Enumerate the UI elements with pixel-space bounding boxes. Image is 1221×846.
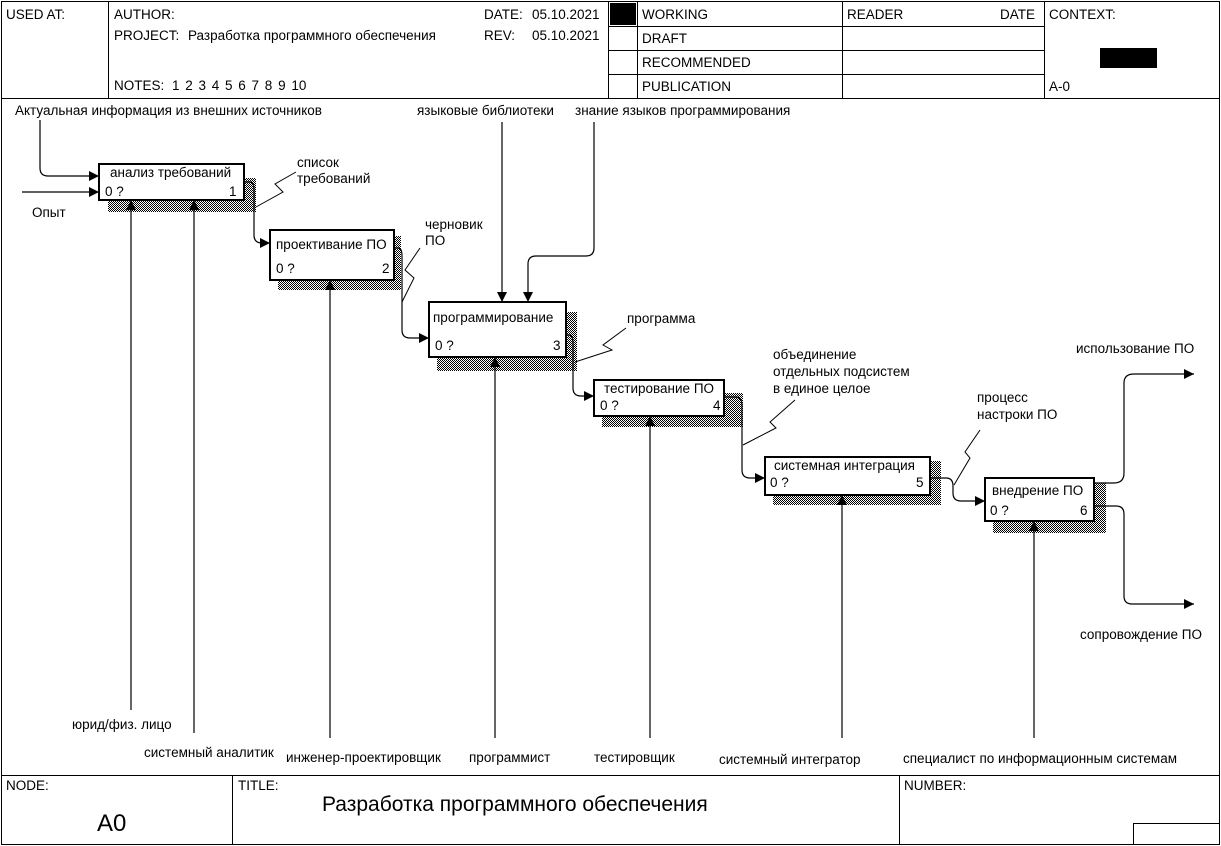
box-1-number: 1 xyxy=(229,184,237,199)
box-shadows xyxy=(108,178,1106,533)
label-experience: Опыт xyxy=(32,205,66,220)
diagram-title: Разработка программного обеспечения xyxy=(322,793,708,816)
label-usage: использование ПО xyxy=(1076,341,1195,356)
box-4-cost: 0 ? xyxy=(600,398,619,413)
box-2-number: 2 xyxy=(382,261,390,276)
label-program: программа xyxy=(627,311,696,326)
squiggle-integration xyxy=(742,399,796,446)
box-3-number: 3 xyxy=(553,338,561,353)
label-design-engineer: инженер-проектировщик xyxy=(286,750,441,765)
reader-label: READER xyxy=(847,7,904,22)
label-tuning: процесс настроки ПО xyxy=(977,390,1058,422)
box-6-title: внедрение ПО xyxy=(992,483,1084,498)
arrow-actual-info xyxy=(39,120,99,181)
number-label: NUMBER: xyxy=(904,778,967,793)
arrow-box2-box3 xyxy=(394,247,429,343)
box-1-title: анализ требований xyxy=(110,165,232,180)
box-2-title: проективание ПО xyxy=(276,237,387,252)
box-4-title: тестирование ПО xyxy=(604,381,715,396)
notes-label: NOTES: xyxy=(114,78,165,93)
label-actual-info: Актуальная информация из внешних источни… xyxy=(15,103,322,118)
date-label: DATE: xyxy=(484,7,523,22)
reader-date-label: DATE xyxy=(1000,7,1036,22)
squiggle-program xyxy=(574,327,627,363)
context-label: CONTEXT: xyxy=(1049,7,1116,22)
working-status-marker xyxy=(610,3,636,25)
activity-boxes xyxy=(98,163,1095,522)
box-2-cost: 0 ? xyxy=(276,261,295,276)
box-3-frame xyxy=(428,301,567,358)
rev-label: REV: xyxy=(484,28,516,43)
box-4-frame xyxy=(593,379,725,417)
rev-value: 05.10.2021 xyxy=(532,28,600,43)
status-recommended: RECOMMENDED xyxy=(642,55,751,70)
project-name: Разработка программного обеспечения xyxy=(188,28,436,43)
label-system-analyst: системный аналитик xyxy=(144,745,274,760)
notes-numbers: 1 2 3 4 5 6 7 8 9 10 xyxy=(172,78,307,93)
status-publication: PUBLICATION xyxy=(642,79,732,94)
box-1-frame xyxy=(98,163,245,201)
arrow-box1-box2 xyxy=(244,181,270,248)
box-5-number: 5 xyxy=(916,475,924,490)
box-5-title: системная интеграция xyxy=(774,458,915,473)
box-1-cost: 0 ? xyxy=(105,184,124,199)
label-draft: черновик ПО xyxy=(425,217,483,248)
squiggle-tuning xyxy=(953,429,981,486)
context-thumbnail xyxy=(1100,48,1157,68)
label-integration: объединение отдельных подсистем в единое… xyxy=(773,347,910,396)
node-value: A0 xyxy=(97,810,127,837)
context-node: A-0 xyxy=(1049,79,1071,94)
label-support: сопровождение ПО xyxy=(1080,627,1202,642)
label-req-list: список требований xyxy=(297,155,371,186)
box-6-frame xyxy=(984,477,1095,522)
box-3-title: программирование xyxy=(433,310,554,325)
box-6-cost: 0 ? xyxy=(990,503,1009,518)
project-label: PROJECT: xyxy=(114,28,180,43)
label-legal-person: юрид/физ. лицо xyxy=(72,717,172,732)
author-label: AUTHOR: xyxy=(114,7,175,22)
box-5-frame xyxy=(764,456,931,496)
arrow-lang-knowledge xyxy=(523,122,595,302)
box-2-frame xyxy=(269,229,395,281)
arrow-box5-box6 xyxy=(930,477,985,506)
arrow-box4-box5 xyxy=(724,396,765,483)
squiggle-req-list xyxy=(255,171,297,208)
label-lang-knowledge: знание языков программирования xyxy=(575,103,791,118)
label-libraries: языковые библиотеки xyxy=(417,103,554,118)
title-label: TITLE: xyxy=(238,778,279,793)
status-draft: DRAFT xyxy=(642,31,687,46)
used-at-label: USED AT: xyxy=(6,7,66,22)
node-label: NODE: xyxy=(6,778,49,793)
box-5-cost: 0 ? xyxy=(770,475,789,490)
box-4-number: 4 xyxy=(713,398,721,413)
status-working: WORKING xyxy=(642,7,708,22)
label-programmer: программист xyxy=(469,750,551,765)
squiggle-draft xyxy=(401,247,421,303)
arrow-support xyxy=(1094,505,1194,609)
arrow-box3-box4 xyxy=(566,334,594,401)
label-tester: тестировщик xyxy=(594,750,675,765)
box-3-cost: 0 ? xyxy=(435,338,454,353)
date-value: 05.10.2021 xyxy=(532,7,600,22)
arrows xyxy=(22,120,1194,738)
label-squiggles xyxy=(255,171,981,486)
box-6-number: 6 xyxy=(1080,503,1088,518)
label-system-integrator: системный интегратор xyxy=(719,752,861,767)
label-is-specialist: специалист по информационным системам xyxy=(903,751,1178,766)
arrow-usage xyxy=(1094,369,1194,484)
